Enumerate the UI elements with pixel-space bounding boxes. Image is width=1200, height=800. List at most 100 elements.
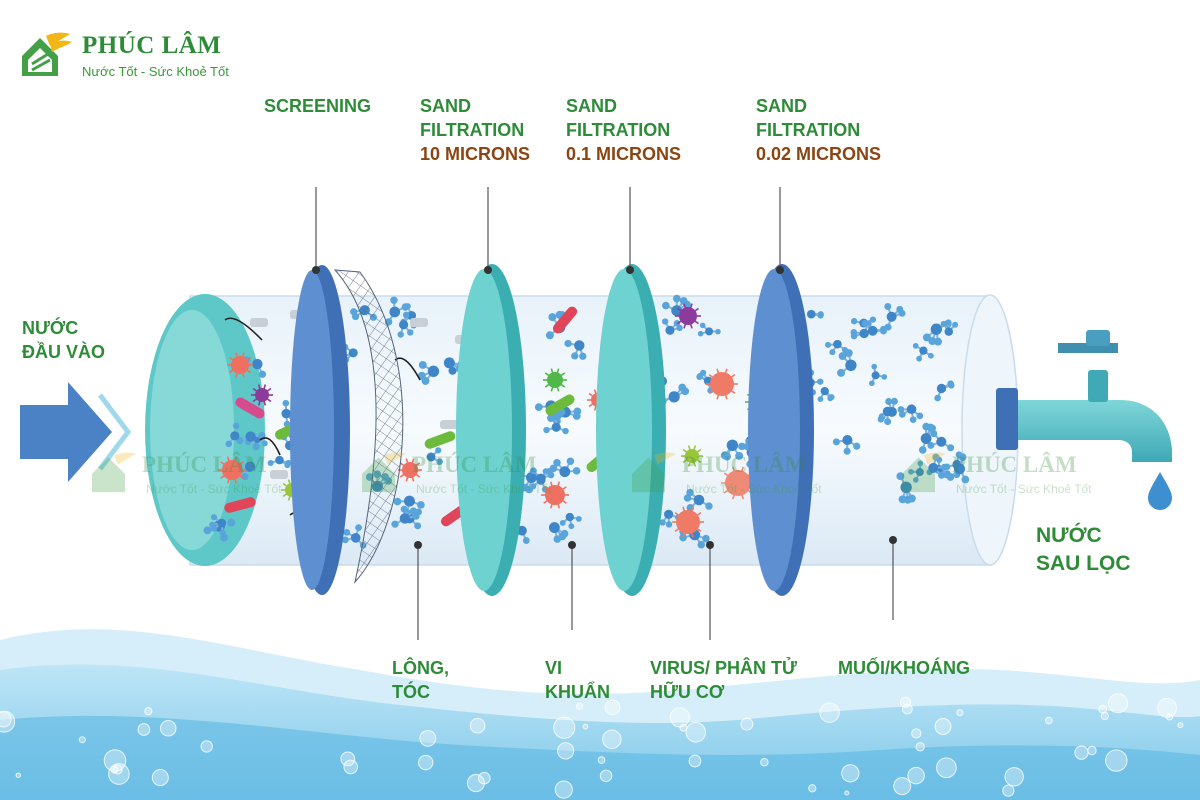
logo-house-icon [22, 32, 72, 76]
molecule-atom [564, 339, 572, 348]
brand-slogan: Nước Tốt - Sức Khoẻ Tốt [82, 64, 229, 79]
molecule-atom [659, 519, 666, 526]
water-bubbles [0, 693, 1184, 799]
molecule-atom [355, 524, 362, 532]
molecule-atom [436, 458, 443, 466]
watermark-brand-name: PHÚC LÂM [412, 452, 537, 477]
molecule-atom [850, 329, 858, 336]
removed-label-line: HỮU CƠ [650, 682, 725, 702]
molecule-atom [900, 481, 912, 494]
filter-ring-0-1-microns [596, 264, 666, 596]
virus-body [725, 470, 751, 496]
faucet-icon [996, 330, 1172, 510]
molecule-atom [702, 534, 710, 543]
water-bubble [844, 790, 850, 796]
molecule-atom [934, 394, 941, 402]
molecule-atom [917, 460, 924, 467]
molecule-atom [217, 518, 227, 528]
watermark-logo: PHÚC LÂM Nước Tốt - Sức Khoẻ Tốt [630, 450, 870, 506]
molecule-atom [817, 396, 824, 403]
virus-body [710, 372, 734, 396]
stage-label-line: SAND [420, 96, 472, 116]
molecule-atom [715, 328, 721, 335]
molecule-atom [244, 461, 256, 472]
stage-micron-size: 0.02 MICRONS [756, 144, 882, 164]
water-bubble [936, 757, 957, 779]
molecule-atom [350, 533, 361, 543]
molecule-atom [843, 447, 851, 455]
molecule-atom [282, 399, 290, 407]
water-bubble [1157, 697, 1177, 718]
molecule-atom [281, 408, 292, 419]
water-bubble [740, 717, 754, 731]
molecule-atom [898, 495, 907, 504]
molecule-atom [723, 452, 731, 461]
stage-micron-size: 0.1 MICRONS [566, 144, 682, 164]
water-bubble [602, 729, 622, 750]
water-bubble [669, 707, 690, 728]
molecule-atom [522, 537, 530, 544]
removed-label-virus: VIRUS/ PHÂN TỬ HỮU CƠ [650, 656, 797, 704]
water-bubble [597, 756, 606, 764]
debris-stone [440, 420, 458, 429]
watermark-house-icon [902, 452, 946, 493]
removed-label-line: LÔNG, [392, 658, 449, 678]
molecule-atom [417, 371, 426, 380]
molecule-atom [553, 458, 561, 467]
water-bubble [15, 772, 21, 778]
stage-pointers [312, 187, 784, 274]
water-bubble [575, 702, 584, 710]
molecule-atom [697, 330, 704, 337]
filter-ring-0-02-microns [748, 264, 814, 596]
water-bubble [1108, 693, 1129, 714]
water-bubble [688, 754, 702, 768]
molecule-atom [927, 441, 935, 449]
stage-label-line: SAND [566, 96, 618, 116]
molecule-atom [928, 424, 937, 433]
water-bubble [956, 709, 964, 717]
water-bubble [151, 769, 169, 787]
molecule-atom [548, 313, 557, 322]
stage-label-line: FILTRATION [420, 120, 525, 140]
molecule-atom [908, 468, 914, 475]
stage-label-line: SAND [756, 96, 808, 116]
molecule-atom [573, 407, 582, 416]
watermark-house-icon [92, 452, 136, 493]
molecule-atom [958, 453, 967, 462]
molecule-atom [426, 452, 436, 462]
molecule-atom [915, 468, 924, 477]
molecule-atom [403, 495, 415, 507]
watermark-brand-slogan: Nước Tốt - Sức Khoẻ Tốt [686, 482, 822, 496]
watermark-brand-slogan: Nước Tốt - Sức Khoẻ Tốt [146, 482, 282, 496]
molecule-atom [699, 322, 706, 329]
water-bubble [0, 710, 16, 733]
water-bubble [599, 769, 613, 783]
molecule-atom [285, 459, 292, 466]
molecule-atom [219, 529, 226, 536]
molecule-atom [853, 442, 861, 450]
molecule-atom [391, 520, 399, 528]
water-bubble [934, 718, 952, 735]
water-waves [0, 629, 1200, 800]
water-bubble [819, 702, 840, 723]
molecule-atom [820, 386, 829, 396]
molecule-atom [946, 473, 955, 481]
bacterium-body [552, 306, 578, 334]
molecule-atom [342, 536, 349, 544]
molecule-atom [838, 352, 847, 361]
molecule-atom [825, 341, 832, 348]
molecule-atom [884, 302, 892, 310]
brand-logo: PHÚC LÂM Nước Tốt - Sức Khoẻ Tốt [20, 28, 260, 88]
water-bubble [1105, 749, 1128, 772]
molecule-atom [673, 320, 681, 327]
inlet-label: NƯỚC ĐẦU VÀO [22, 316, 105, 364]
removed-label-line: VI [545, 658, 563, 678]
molecule-atom [267, 460, 274, 466]
debris-stone [270, 470, 288, 479]
molecule-atom [930, 323, 943, 335]
water-bubble [1165, 713, 1174, 721]
water-bubble [108, 763, 130, 785]
molecule-atom [574, 340, 585, 351]
molecule-atom [435, 447, 442, 454]
